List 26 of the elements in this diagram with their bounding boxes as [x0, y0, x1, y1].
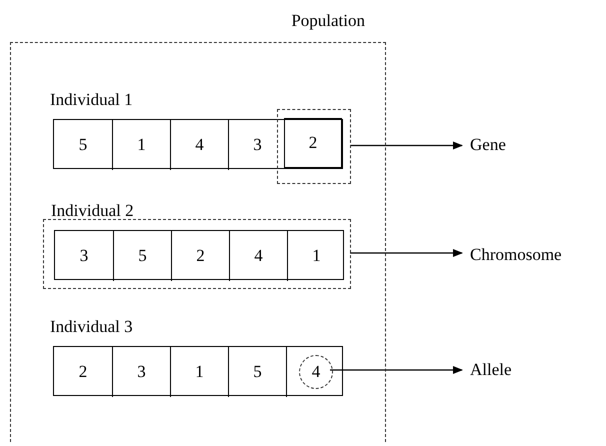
gene-cell: 1	[170, 347, 228, 397]
gene-cell: 3	[112, 347, 170, 397]
gene-cell: 5	[113, 231, 171, 281]
gene-cell: 1	[112, 120, 170, 170]
term-label: Chromosome	[470, 245, 562, 265]
individual-heading: Individual 2	[51, 201, 134, 221]
arrow	[330, 366, 463, 374]
arrow	[350, 142, 463, 150]
individual-heading: Individual 3	[50, 317, 133, 337]
dashed-highlight-box	[277, 109, 351, 184]
gene-cell: 1	[287, 231, 345, 281]
dashed-highlight-circle: 4	[299, 355, 333, 389]
gene-cell: 3	[228, 120, 286, 170]
gene-cell: 4	[229, 231, 287, 281]
individual-heading: Individual 1	[50, 90, 133, 110]
gene-cell: 2	[284, 118, 342, 168]
frame-title: Population	[291, 11, 365, 31]
gene-cell: 4	[170, 120, 228, 170]
gene-cell: 2	[54, 347, 112, 397]
arrow	[350, 249, 463, 257]
gene-cell: 3	[55, 231, 113, 281]
term-label: Gene	[470, 135, 506, 155]
gene-cell: 5	[228, 347, 286, 397]
gene-cell: 5	[54, 120, 112, 170]
term-label: Allele	[470, 360, 512, 380]
gene-cell: 2	[171, 231, 229, 281]
